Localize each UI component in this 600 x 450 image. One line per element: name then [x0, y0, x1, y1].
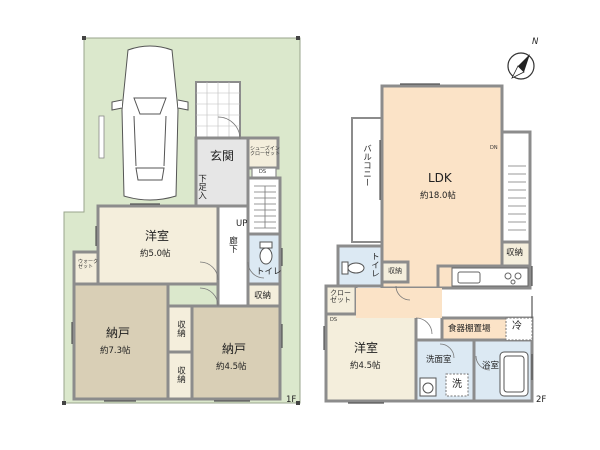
balcony: バルコニー [361, 144, 372, 187]
fridge-space [505, 317, 533, 341]
room-western-2f: 洋室 [354, 341, 379, 355]
floor-label-2f: 2F [536, 395, 547, 405]
storage-b-1f: 収納 [175, 366, 186, 383]
up-label: UP [236, 219, 248, 229]
pantry: 食器棚置場 [448, 324, 491, 334]
door-swings-2f [395, 285, 491, 371]
room-western-1f-size: 約5.0帖 [140, 249, 171, 259]
room-entrance: 玄関 [210, 149, 235, 163]
room-bath: 浴室 [482, 361, 500, 371]
room-western-1f: 洋室 [145, 229, 170, 243]
dn-label: DN [490, 145, 498, 151]
washbasin [419, 377, 437, 397]
car-icon [111, 45, 189, 201]
bathtub [499, 351, 529, 397]
room-washroom: 洗面室 [426, 355, 452, 365]
fridge-label: 冷 [512, 321, 522, 332]
stairs-1f [254, 185, 276, 229]
room-toilet-1f: トイレ [256, 267, 282, 277]
porch-tiles [195, 81, 241, 139]
door-swings-1f [199, 116, 265, 307]
room-nando-2-size: 約4.5帖 [216, 362, 247, 372]
storage-hall-1f: 収納 [254, 291, 272, 301]
room-hall: 廊下 [227, 236, 238, 253]
room-nando-2: 納戸 [222, 342, 247, 356]
walkin-closet: ウォーク ゼット [78, 259, 99, 270]
storage-toilet-2f: 収納 [388, 267, 402, 275]
room-nando-1-size: 約7.3帖 [100, 346, 131, 356]
washer-space [445, 373, 469, 397]
compass-north-label: N [532, 37, 539, 47]
windows-2f [323, 83, 533, 404]
room-ldk: LDK [428, 171, 452, 185]
room-western-2f-size: 約4.5帖 [350, 361, 381, 371]
washer-label: 洗 [452, 379, 462, 390]
room-ldk-size: 約18.0帖 [420, 191, 456, 201]
building-1f [72, 136, 282, 401]
closet-2f: クロー ゼット [330, 289, 351, 304]
storage-a-1f: 収納 [175, 320, 186, 337]
parking-strip [98, 115, 105, 159]
ds-1f: DS [259, 169, 267, 175]
kitchen-counter [451, 267, 529, 287]
compass-icon [507, 52, 535, 80]
storage-stair-2f: 収納 [506, 248, 524, 258]
stairs-2f [508, 165, 526, 231]
room-nando-1: 納戸 [106, 326, 131, 340]
floor-label-1f: 1F [286, 395, 297, 405]
windows-1f [71, 203, 283, 402]
toilet-fixture-2f [341, 261, 365, 275]
shoe-box: 下足入 [196, 174, 207, 200]
ds-2f: DS [330, 317, 338, 323]
room-shoe-closet: シューズイン クローゼット [250, 146, 281, 157]
toilet-fixture-1f [259, 241, 273, 265]
room-toilet-2f: トイレ [369, 252, 380, 278]
